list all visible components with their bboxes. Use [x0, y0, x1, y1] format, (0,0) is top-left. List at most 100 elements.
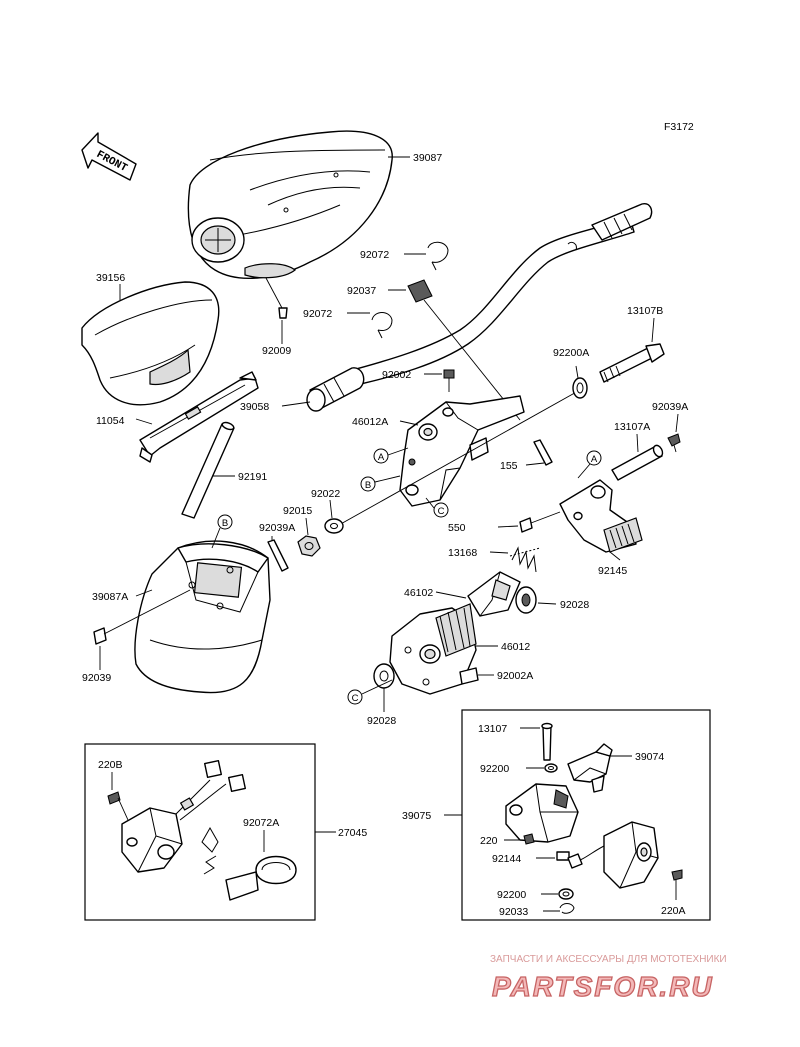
bolt-92039a-top-icon	[667, 433, 681, 453]
screw-92039-icon	[93, 589, 191, 645]
pin-155-icon	[533, 439, 553, 466]
collar-92144-icon	[556, 851, 570, 861]
ref-marker-b-lower: B	[211, 514, 233, 549]
rod-92191-drawing	[181, 421, 235, 519]
pin-13107-icon	[541, 722, 553, 761]
svg-text:B: B	[365, 480, 371, 491]
part-label-46012a: 46012A	[352, 416, 388, 428]
switch-housing-drawing	[121, 759, 247, 873]
ref-marker-a-left: A	[373, 447, 409, 464]
part-label-13107a: 13107A	[614, 421, 650, 433]
part-label-92002: 92002	[382, 369, 411, 381]
part-label-92039a-top: 92039A	[652, 401, 688, 413]
part-label-92009: 92009	[262, 345, 291, 357]
clip-92072-lower-icon	[371, 312, 393, 339]
part-label-13107b: 13107B	[627, 305, 663, 317]
nut-92015-icon	[297, 535, 321, 557]
ref-marker-b-left: B	[360, 475, 401, 492]
screw-220a-icon	[671, 869, 683, 900]
spring-92145-icon	[509, 546, 541, 573]
part-label-550: 92039A	[259, 522, 295, 534]
svg-text:C: C	[352, 693, 359, 704]
clip-92072-upper-icon	[427, 241, 449, 271]
holder-46012-drawing	[389, 603, 477, 695]
svg-text:B: B	[222, 518, 228, 529]
handlebar-cover-drawing	[187, 130, 393, 279]
handlebar-39058-drawing	[306, 203, 653, 412]
part-label-220a: 220A	[661, 905, 686, 917]
block-46102-drawing	[467, 571, 521, 617]
washer-92022-icon	[324, 518, 344, 534]
front-arrow-icon: FRONT	[81, 132, 137, 181]
part-label-39058: 39058	[240, 401, 269, 413]
washer-92028-lower-icon	[373, 663, 395, 689]
part-label-46012: 46012	[501, 641, 530, 653]
part-label-46102: 46102	[404, 587, 433, 599]
part-label-13168: 92145	[598, 565, 627, 577]
ref-marker-c-lower: C	[347, 679, 393, 705]
clamp-92037-icon	[407, 279, 433, 303]
part-label-220b: 220B	[98, 759, 123, 771]
switch-box-right-drawing	[567, 821, 659, 889]
screw-220-icon	[523, 833, 535, 845]
part-label-92200-lower: 92200	[497, 889, 526, 901]
part-label-92191: 92191	[238, 471, 267, 483]
part-label-11054: 11054	[96, 415, 125, 427]
screw-92009-icon	[265, 277, 288, 319]
svg-text:A: A	[378, 452, 385, 463]
bolt-92002-icon	[443, 369, 455, 392]
part-label-92200-upper: 92200	[480, 763, 509, 775]
ref-marker-a-right: A	[577, 450, 602, 479]
lower-cover-39087a-drawing	[134, 540, 271, 694]
throttle-case-drawing	[505, 783, 579, 843]
part-label-92039: 92039	[82, 672, 111, 684]
lever-13168-drawing	[559, 479, 643, 553]
part-label-92022: 92022	[311, 488, 340, 500]
part-label-39087a: 39087A	[92, 591, 128, 603]
washer-92200-lower-icon	[558, 888, 574, 900]
washer-92028-right-icon	[515, 586, 537, 614]
watermark-brand: PARTSFOR.RU	[492, 971, 714, 1002]
bolt-92039a-icon	[519, 511, 561, 533]
part-label-92072-upper: 92072	[360, 249, 389, 261]
part-label-92015: 92015	[283, 505, 312, 517]
part-label-92037: 92037	[347, 285, 376, 297]
screw-550-icon	[267, 539, 289, 572]
part-label-155: 155	[500, 460, 518, 472]
part-label-39156: 39156	[96, 272, 125, 284]
part-label-92144: 92144	[492, 853, 521, 865]
holder-46012a-drawing	[399, 395, 525, 507]
washer-92200-upper-icon	[544, 763, 558, 773]
part-label-92039a: 550	[448, 522, 466, 534]
part-label-39087: 39087	[413, 152, 442, 164]
bracket-11054-drawing	[139, 371, 259, 463]
bracket-39075-drawing	[567, 743, 613, 793]
clip-92033-icon	[559, 903, 575, 914]
part-label-92028-right: 92028	[560, 599, 589, 611]
part-label-92033: 92033	[499, 906, 528, 918]
ref-marker-c-right: C	[425, 497, 449, 518]
bolt-13107b-drawing	[599, 343, 665, 383]
pad-39156-drawing	[81, 281, 220, 406]
washer-92200a-icon	[572, 377, 588, 399]
pin-13107a-drawing	[611, 444, 664, 481]
part-label-39074: 39075	[402, 810, 431, 822]
screw-220b-icon	[107, 791, 129, 821]
bolt-92002a-icon	[459, 667, 479, 685]
part-label-27045: 27045	[338, 827, 367, 839]
part-label-92145: 13168	[448, 547, 477, 559]
figure-code: F3172	[664, 121, 694, 133]
part-label-220: 220	[480, 835, 498, 847]
part-label-92072a: 92072A	[243, 817, 279, 829]
svg-text:A: A	[591, 454, 598, 465]
part-label-92200a: 92200A	[553, 347, 589, 359]
band-clip-92072a-drawing	[201, 826, 297, 901]
part-label-92028-lower: 92028	[367, 715, 396, 727]
part-label-92072-lower: 92072	[303, 308, 332, 320]
watermark-subtitle: ЗАПЧАСТИ И АКСЕССУАРЫ ДЛЯ МОТОТЕХНИКИ	[490, 954, 727, 965]
part-label-92002a: 92002A	[497, 670, 533, 682]
part-label-39075: 39074	[635, 751, 664, 763]
svg-text:C: C	[438, 506, 445, 517]
part-label-13107: 13107	[478, 723, 507, 735]
